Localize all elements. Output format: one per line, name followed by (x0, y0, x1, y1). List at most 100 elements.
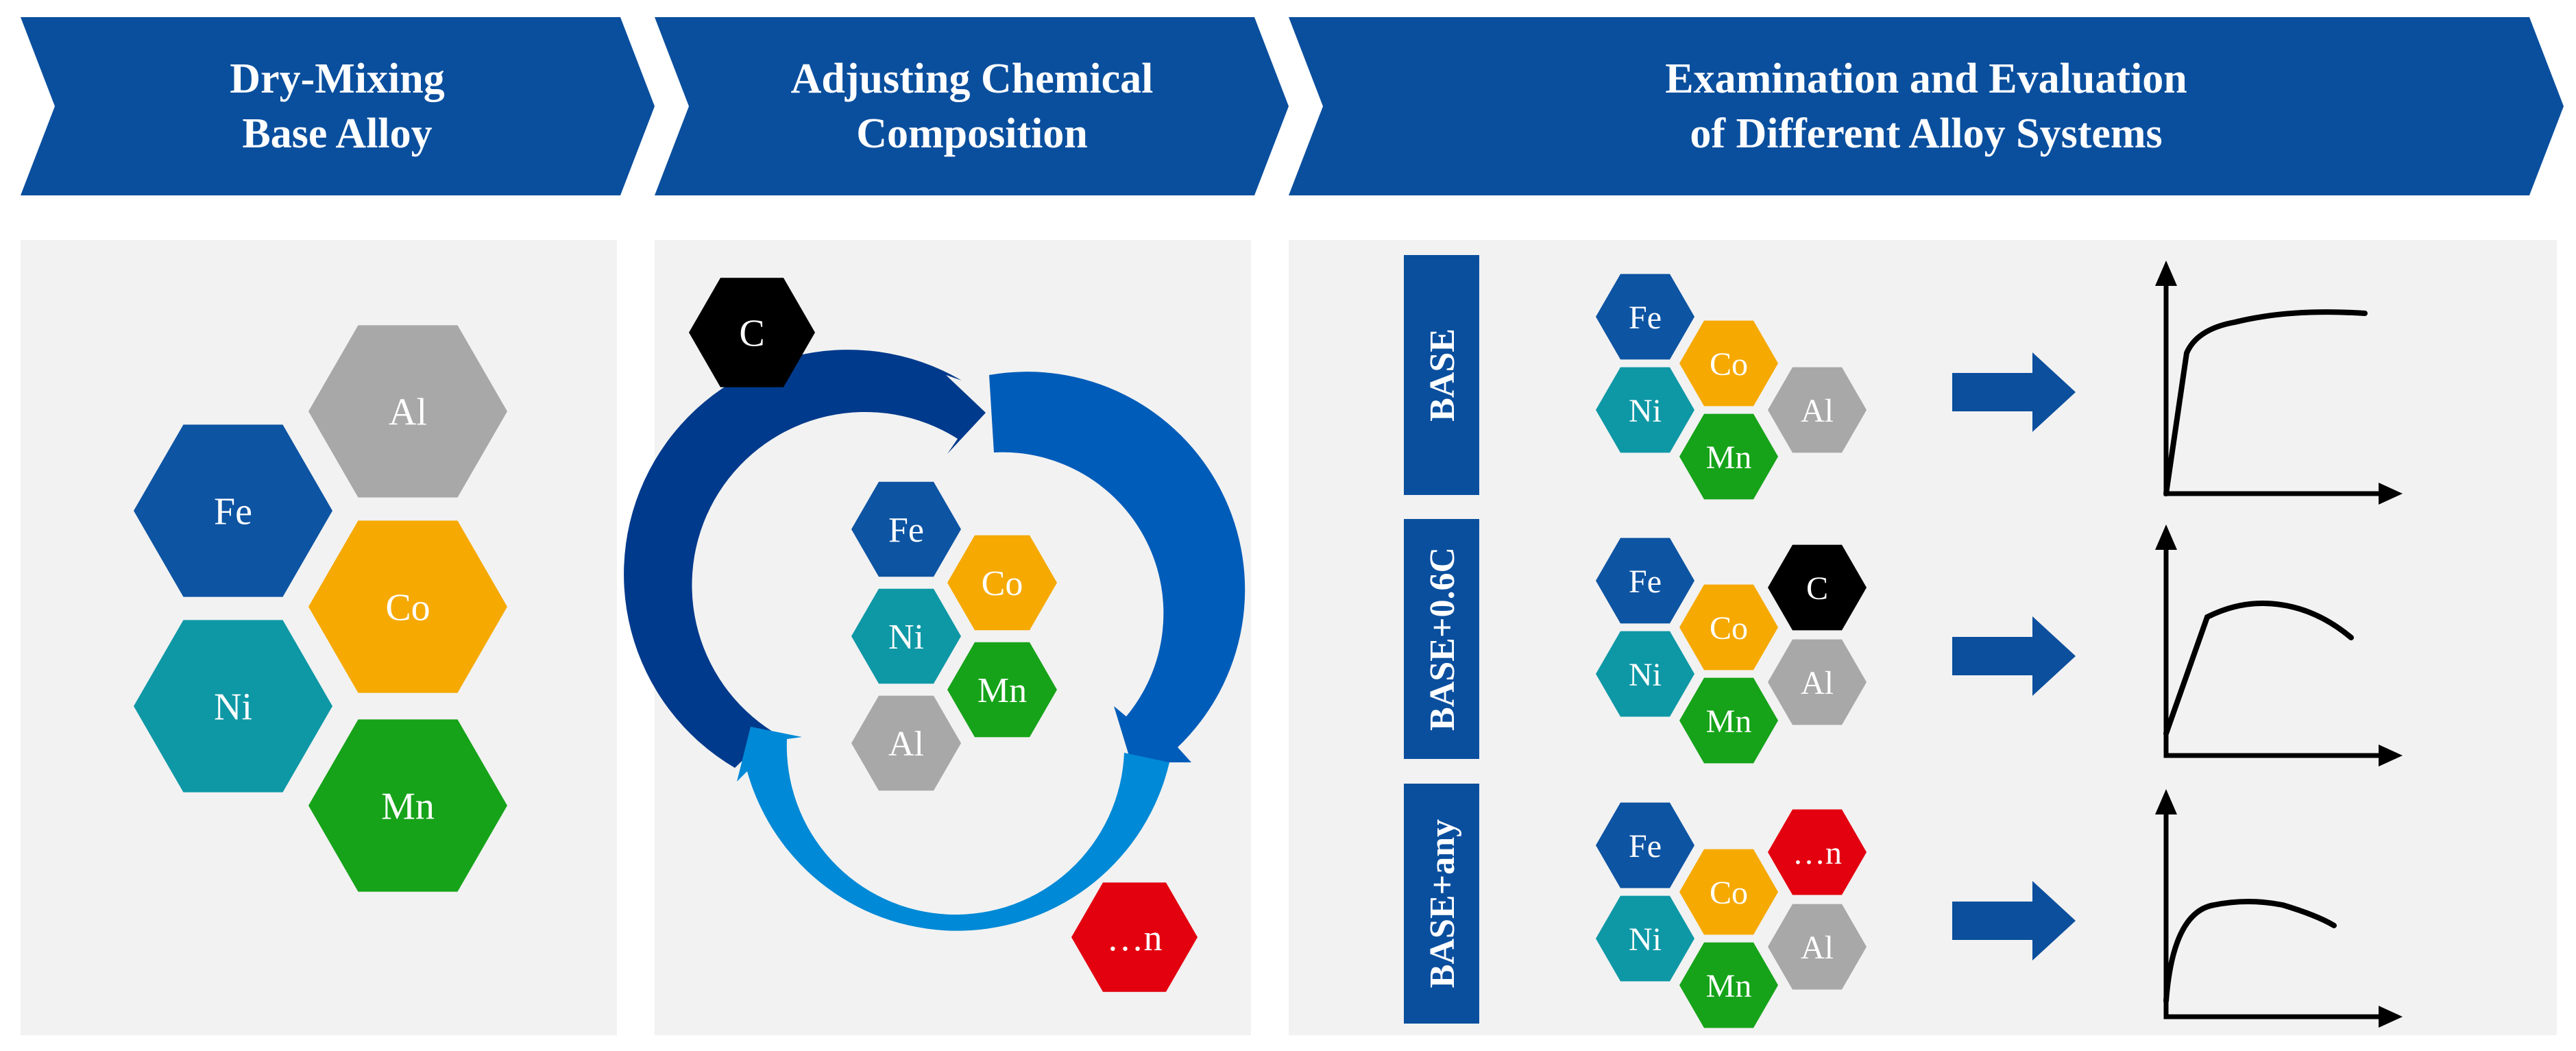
hex-co: Co (308, 520, 507, 693)
row-hex-extra-shape (1768, 809, 1867, 895)
stress-strain-curve (2163, 600, 2354, 736)
row-hex-mn-shape (1679, 942, 1778, 1028)
cycle-hex-al-label: Al (888, 725, 924, 764)
x-axis-arrowhead (2379, 1006, 2403, 1028)
hex-al: Al (308, 325, 507, 498)
hex-mn-label: Mn (381, 786, 435, 828)
system-label-box (1404, 784, 1479, 1024)
cycle-arc-dark (624, 350, 986, 769)
system-label: BASE+0.6C (1423, 547, 1462, 731)
row-hex-mn-label: Mn (1706, 439, 1752, 476)
system-label-box (1404, 519, 1479, 759)
cycle-hex-mn-label: Mn (977, 671, 1027, 710)
stress-strain-curve (2163, 899, 2337, 1004)
row-hex-al-label: Al (1801, 930, 1834, 966)
result-arrow (1952, 352, 2076, 432)
hex-n-addition-shape (1071, 882, 1198, 992)
row-hex-mn-shape (1679, 677, 1778, 764)
step-2-title-line-1: Adjusting Chemical (791, 56, 1154, 102)
hex-fe-shape (134, 424, 332, 597)
y-axis-arrowhead (2155, 524, 2177, 550)
row-hex-ni: Ni (1596, 367, 1694, 453)
panel-dry-mixing (21, 240, 617, 1035)
hex-n-addition: …n (1071, 882, 1198, 992)
result-arrow (1952, 616, 2076, 696)
row-hex-fe-shape (1596, 802, 1694, 889)
system-label-box (1404, 255, 1479, 495)
hex-c-addition: C (689, 278, 815, 387)
cycle-hex-fe-shape (851, 481, 961, 577)
row-hex-ni-shape (1596, 631, 1694, 717)
hex-co-label: Co (385, 587, 430, 629)
cycle-hex-co: Co (947, 535, 1057, 631)
stress-strain-axes (2163, 536, 2389, 758)
row-hex-co-shape (1679, 320, 1778, 407)
cycle-hex-ni-label: Ni (888, 618, 924, 657)
step-chevron-2 (655, 17, 1289, 195)
y-axis-arrowhead (2155, 261, 2177, 286)
row-hex-co-label: Co (1710, 875, 1748, 911)
x-axis-arrowhead (2379, 483, 2403, 505)
process-header: Dry-Mixing Base Alloy Adjusting Chemical… (21, 17, 2564, 195)
row-hex-co-label: Co (1710, 610, 1748, 647)
row-hex-mn: Mn (1679, 413, 1778, 500)
cycle-hex-mn: Mn (947, 642, 1057, 738)
step-1-title-line-2: Base Alloy (242, 110, 432, 157)
hex-ni-shape (134, 620, 332, 793)
hex-fe-label: Fe (214, 491, 252, 533)
row-hex-fe: Fe (1596, 537, 1694, 624)
row-hex-ni-label: Ni (1629, 921, 1662, 958)
row-hex-al-shape (1768, 904, 1867, 990)
row-hex-mn-label: Mn (1706, 968, 1752, 1004)
row-hex-co-shape (1679, 584, 1778, 671)
cycle-hex-co-label: Co (982, 564, 1023, 603)
row-hex-mn: Mn (1679, 942, 1778, 1028)
row-hex-mn-label: Mn (1706, 703, 1752, 740)
row-hex-ni-label: Ni (1629, 657, 1662, 693)
cycle-hex-ni-shape (851, 588, 961, 684)
hex-al-shape (308, 325, 507, 498)
row-hex-ni-label: Ni (1629, 393, 1662, 429)
row-hex-fe-label: Fe (1629, 564, 1662, 600)
y-axis-arrowhead (2155, 789, 2177, 814)
row-hex-extra-label: C (1806, 570, 1828, 607)
cycle-hex-al-shape (851, 695, 961, 791)
row-hex-fe-label: Fe (1629, 300, 1662, 336)
hex-mn: Mn (308, 719, 507, 892)
hex-c-addition-shape (689, 278, 815, 387)
row-hex-al: Al (1768, 367, 1867, 453)
row-hex-fe: Fe (1596, 802, 1694, 889)
step-3-title-line-2: of Different Alloy Systems (1690, 110, 2162, 157)
row-hex-mn: Mn (1679, 677, 1778, 764)
hex-ni-label: Ni (214, 686, 252, 729)
row-hex-al: Al (1768, 904, 1867, 990)
row-hex-al-label: Al (1801, 665, 1834, 701)
row-hex-fe: Fe (1596, 274, 1694, 360)
stress-strain-axes (2163, 801, 2389, 1019)
hex-n-addition-label: …n (1107, 917, 1163, 958)
row-hex-ni: Ni (1596, 631, 1694, 717)
row-hex-co: Co (1679, 849, 1778, 935)
cycle-hex-al: Al (851, 695, 961, 791)
hex-al-label: Al (389, 391, 427, 434)
row-hex-ni: Ni (1596, 895, 1694, 982)
result-arrow (1952, 881, 2076, 961)
row-hex-extra: …n (1768, 809, 1867, 895)
step-chevron-3 (1289, 17, 2564, 195)
cycle-arc-light (737, 727, 1169, 931)
step-chevron-1 (21, 17, 655, 195)
row-hex-al-label: Al (1801, 393, 1834, 429)
step-1-title-line-1: Dry-Mixing (230, 56, 444, 102)
cycle-hex-co-shape (947, 535, 1057, 631)
cycle-hex-fe-label: Fe (888, 511, 924, 550)
row-hex-co-label: Co (1710, 346, 1748, 383)
hex-mn-shape (308, 719, 507, 892)
row-hex-co: Co (1679, 584, 1778, 671)
cycle-hex-ni: Ni (851, 588, 961, 684)
system-label: BASE (1423, 328, 1462, 422)
row-hex-co-shape (1679, 849, 1778, 935)
hex-ni: Ni (134, 620, 332, 793)
